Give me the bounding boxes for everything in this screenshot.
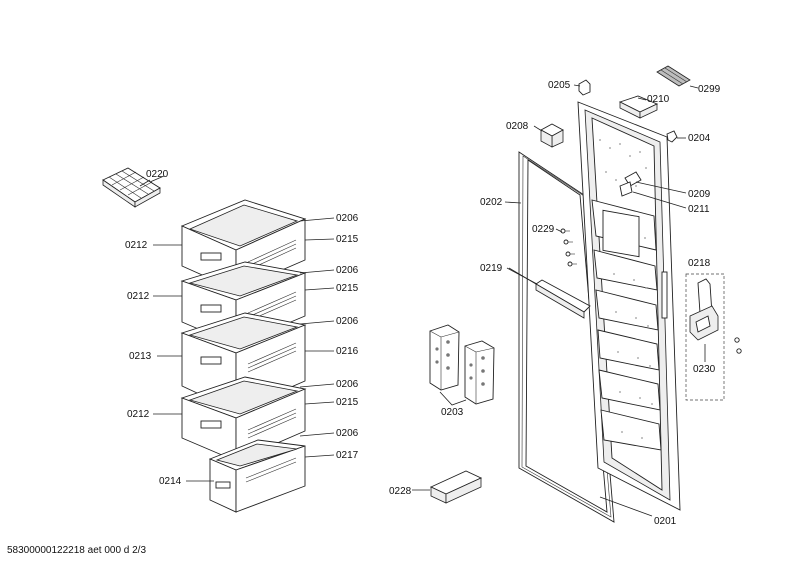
cooling-pack-1 (429, 324, 460, 391)
label-0220: 0220 (146, 169, 169, 180)
label-0228: 0228 (389, 486, 412, 497)
hinge-assembly-0218 (685, 273, 742, 401)
cooling-pack-2 (464, 340, 495, 405)
label-0213: 0213 (129, 351, 152, 362)
label-0212-a: 0212 (125, 240, 148, 251)
label-0217: 0217 (336, 450, 359, 461)
door-handle (535, 279, 591, 319)
butter-dish (429, 470, 483, 504)
label-0203: 0203 (441, 407, 464, 418)
leader-lines-right (504, 201, 538, 285)
label-0206-d: 0206 (336, 379, 359, 390)
bracket-0208 (540, 123, 564, 148)
label-0211: 0211 (688, 204, 710, 215)
label-0210: 0210 (647, 94, 670, 105)
label-0215-a: 0215 (336, 234, 359, 245)
label-0299: 0299 (698, 84, 721, 95)
label-0216: 0216 (336, 346, 359, 357)
label-0230: 0230 (693, 364, 716, 375)
label-0204: 0204 (688, 133, 711, 144)
hinge-0209 (619, 171, 642, 197)
label-0206-b: 0206 (336, 265, 359, 276)
hinge-cover-0205 (578, 79, 591, 96)
leader-lines-left (149, 175, 335, 482)
label-0219: 0219 (480, 263, 503, 274)
drawer-5 (208, 439, 306, 513)
door-liner (577, 101, 681, 511)
label-0201: 0201 (654, 516, 677, 527)
label-0212-c: 0212 (127, 409, 150, 420)
label-0208: 0208 (506, 121, 529, 132)
hinge-0204 (666, 130, 678, 143)
label-0205: 0205 (548, 80, 571, 91)
label-0202: 0202 (480, 197, 503, 208)
label-0214: 0214 (159, 476, 182, 487)
cover-0210 (618, 95, 659, 119)
document-reference: 58300000122218 aet 000 d 2/3 (7, 545, 147, 556)
label-0215-b: 0215 (336, 283, 359, 294)
ice-cube-tray (102, 167, 161, 208)
label-0212-b: 0212 (127, 291, 150, 302)
part-labels: 0220 0206 0215 0212 0206 0215 0212 0206 … (125, 80, 721, 527)
label-0209: 0209 (688, 189, 711, 200)
label-0206-e: 0206 (336, 428, 359, 439)
filter-0299 (656, 65, 691, 87)
label-0229: 0229 (532, 224, 555, 235)
label-0218: 0218 (688, 258, 711, 269)
label-0206-a: 0206 (336, 213, 359, 224)
label-0206-c: 0206 (336, 316, 359, 327)
label-0215-c: 0215 (336, 397, 359, 408)
